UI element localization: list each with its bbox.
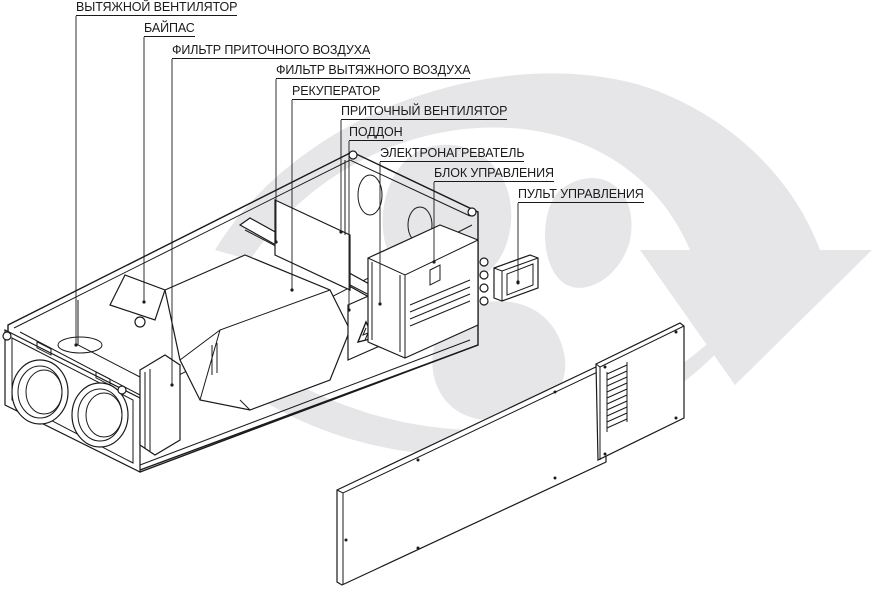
main-housing (2, 150, 489, 473)
background-logo (190, 73, 872, 456)
duct-collar-right (71, 382, 129, 448)
label-control-block: БЛОК УПРАВЛЕНИЯ (434, 166, 554, 182)
duct-collar-left (11, 359, 69, 425)
label-exhaust-fan: ВЫТЯЖНОЙ ВЕНТИЛЯТОР (76, 0, 238, 16)
label-recuperator: РЕКУПЕРАТОР (292, 84, 381, 100)
remote-control-device (493, 254, 539, 302)
leader-lines (74, 16, 520, 387)
label-supply-air-filter: ФИЛЬТР ПРИТОЧНОГО ВОЗДУХА (172, 43, 371, 59)
label-exhaust-air-filter: ФИЛЬТР ВЫТЯЖНОГО ВОЗДУХА (276, 63, 471, 79)
label-drain-pan: ПОДДОН (349, 125, 403, 141)
label-control-panel: ПУЛЬТ УПРАВЛЕНИЯ (518, 187, 644, 203)
control-block-box (367, 224, 489, 359)
label-electric-heater: ЭЛЕКТРОНАГРЕВАТЕЛЬ (380, 146, 525, 162)
label-bypass: БАЙПАС (144, 21, 195, 37)
front-cover-grille (595, 322, 685, 461)
vent-louvers (606, 362, 628, 432)
label-supply-fan: ПРИТОЧНЫЙ ВЕНТИЛЯТОР (341, 104, 508, 120)
